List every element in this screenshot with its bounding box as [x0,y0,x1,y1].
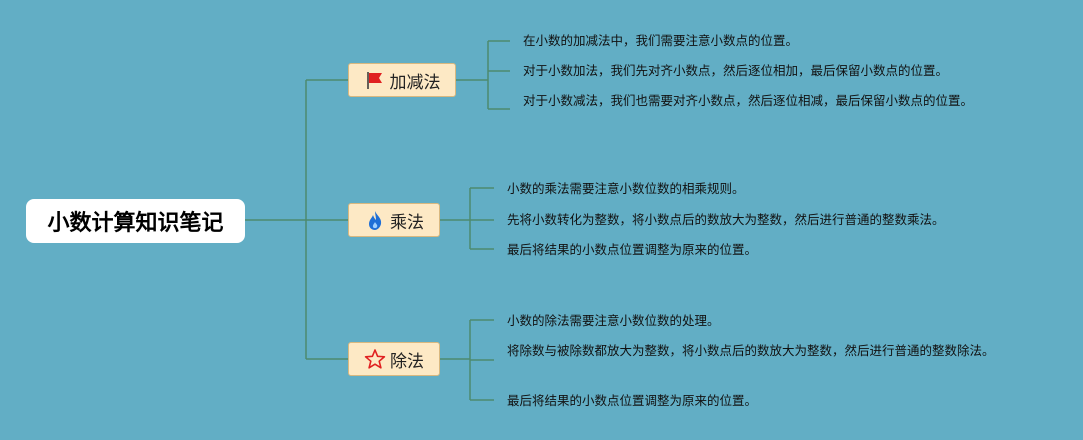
leaf-item[interactable]: 先将小数转化为整数，将小数点后的数放大为整数，然后进行普通的整数乘法。 [507,212,945,227]
branch-division[interactable]: 除法 [348,342,440,376]
leaf-item[interactable]: 最后将结果的小数点位置调整为原来的位置。 [507,393,758,408]
root-topic-label: 小数计算知识笔记 [47,211,224,236]
red-star-outline-icon [364,349,386,369]
branch-multiplication[interactable]: 乘法 [348,203,440,237]
leaf-item[interactable]: 最后将结果的小数点位置调整为原来的位置。 [507,242,758,257]
leaf-item[interactable]: 对于小数减法，我们也需要对齐小数点，然后逐位相减，最后保留小数点的位置。 [523,93,974,108]
root-topic[interactable]: 小数计算知识笔记 [26,199,245,243]
branch-label: 乘法 [390,212,424,233]
leaf-item[interactable]: 在小数的加减法中，我们需要注意小数点的位置。 [523,33,799,48]
branch-label: 加减法 [389,72,441,93]
leaf-item[interactable]: 对于小数加法，我们先对齐小数点，然后逐位相加，最后保留小数点的位置。 [523,63,949,78]
blue-flame-icon [369,211,382,230]
leaf-item[interactable]: 小数的乘法需要注意小数位数的相乘规则。 [507,181,745,196]
leaf-item[interactable]: 将除数与被除数都放大为整数，将小数点后的数放大为整数，然后进行普通的整数除法。 [507,343,995,358]
red-flag-icon [366,72,382,89]
branch-label: 除法 [390,351,424,372]
branch-addition-subtraction[interactable]: 加减法 [348,63,456,97]
leaf-item[interactable]: 小数的除法需要注意小数位数的处理。 [507,313,720,328]
